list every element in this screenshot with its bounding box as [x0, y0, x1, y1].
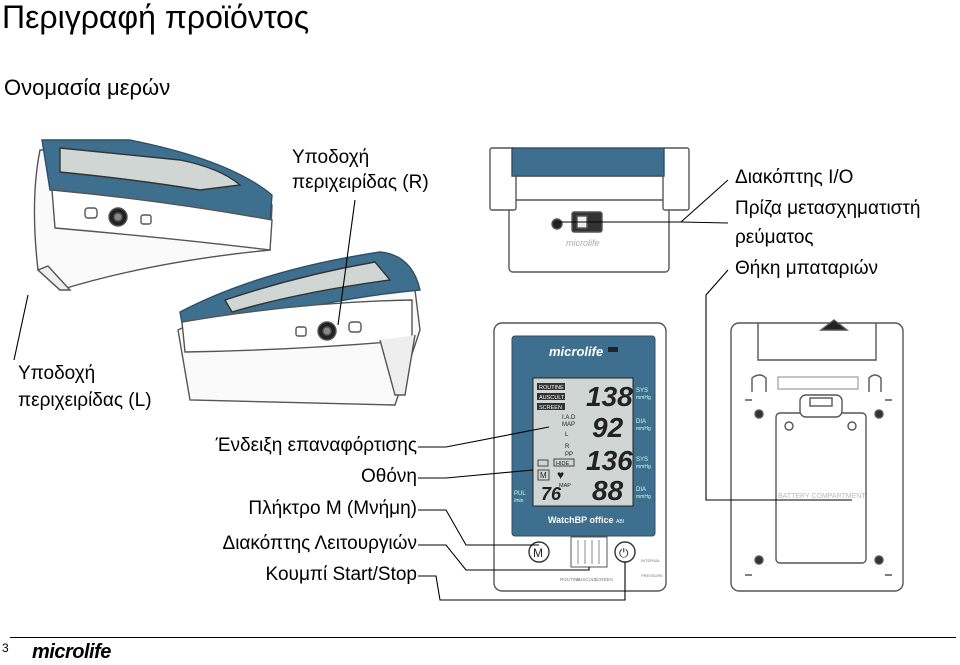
lcd-iad: I.A.D — [562, 415, 576, 421]
unit-per-min: /min — [514, 498, 524, 504]
unit-mmhg-1: mmHg — [636, 395, 651, 401]
unit-mmhg-3: mmHg — [636, 464, 651, 470]
unit-sys-1: SYS — [636, 388, 648, 394]
mode-screen: SCREEN — [539, 405, 562, 411]
rear-brand-logo: microlife — [566, 238, 600, 248]
label-cuff-socket-l-1: Υποδοχή — [18, 363, 96, 384]
device-top-view-left — [33, 139, 273, 291]
switch-label-routine: ROUTINE — [560, 577, 580, 582]
lcd-map-2: MAP — [559, 483, 571, 489]
footer-brand-logo: microlife — [32, 641, 111, 663]
label-screen: Οθόνη — [361, 466, 417, 487]
m-button[interactable] — [528, 541, 550, 563]
lcd-map-1: MAP — [562, 422, 575, 428]
label-pressure: PRESSURE — [641, 573, 663, 578]
lcd-l: L — [565, 432, 569, 438]
battery-compartment-label: BATTERY COMPARTMENT — [778, 493, 866, 500]
device-battery-view: BATTERY COMPARTMENT — [730, 319, 904, 592]
unit-mmhg-4: mmHg — [636, 494, 651, 500]
lcd-hide: HIDE — [556, 461, 569, 467]
section-title: Ονομασία μερών — [4, 75, 171, 100]
label-recharge-indicator: Ένδειξη επαναφόρτισης — [215, 435, 417, 456]
mode-routine: ROUTINE — [539, 385, 564, 391]
lcd-pulse: 76 — [541, 484, 562, 504]
switch-label-screen: SCREEN — [594, 577, 613, 582]
mode-switch[interactable] — [570, 536, 608, 568]
battery-cover[interactable] — [775, 412, 867, 564]
unit-dia-2: DIA — [636, 487, 646, 493]
model-suffix: ABI — [616, 519, 624, 525]
leader-lines — [13, 179, 852, 601]
unit-sys-2: SYS — [636, 457, 648, 463]
power-icon: ⏻ — [619, 546, 629, 560]
footer-rule — [10, 637, 956, 638]
label-m-button: Πλήκτρο M (Μνήμη) — [248, 498, 417, 519]
lcd-dia-2: 88 — [592, 475, 624, 506]
device-rear-panel: microlife — [489, 147, 690, 273]
heart-icon: ♥ — [557, 468, 564, 482]
page-number: 3 — [2, 641, 9, 655]
battery-indicator-icon — [537, 459, 549, 467]
model-name: WatchBP office — [548, 515, 614, 525]
lcd-sys-1: 138 — [586, 381, 633, 412]
label-power-socket-2: ρεύματος — [735, 227, 814, 248]
lcd-m: M — [540, 471, 547, 480]
label-start-stop: Κουμπί Start/Stop — [265, 564, 417, 585]
page-title: Περιγραφή προϊόντος — [2, 0, 310, 35]
label-cuff-socket-l-2: περιχειρίδας (L) — [18, 390, 152, 411]
label-mode-switch: Διακόπτης Λειτουργιών — [222, 533, 417, 554]
device-top-view-right — [177, 251, 421, 406]
label-interval: INTERVAL — [641, 558, 661, 563]
front-brand-logo: microlife — [549, 344, 603, 359]
label-cuff-socket-r-1: Υποδοχή — [292, 147, 370, 168]
label-battery-box: Θήκη μπαταριών — [735, 258, 879, 279]
label-power-socket-1: Πρίζα μετασχηματιστή — [735, 198, 921, 219]
lcd-pp: PP — [565, 452, 573, 458]
lcd-dia-1: 92 — [592, 412, 624, 443]
m-button-label: M — [533, 546, 543, 560]
device-front-view: microlife ROUTINE AUSCULT. SCREEN 138 92… — [493, 322, 667, 592]
lcd-r: R — [565, 444, 570, 450]
unit-mmhg-2: mmHg — [636, 426, 651, 432]
unit-dia-1: DIA — [636, 419, 646, 425]
lcd-sys-2: 136 — [586, 445, 633, 476]
mode-auscult: AUSCULT. — [539, 395, 566, 401]
label-cuff-socket-r-2: περιχειρίδας (R) — [292, 172, 429, 193]
unit-pul: PUL — [514, 491, 526, 497]
label-switch-io: Διακόπτης I/O — [735, 167, 854, 188]
switch-label-auscult: AUSCULT. — [576, 577, 597, 582]
